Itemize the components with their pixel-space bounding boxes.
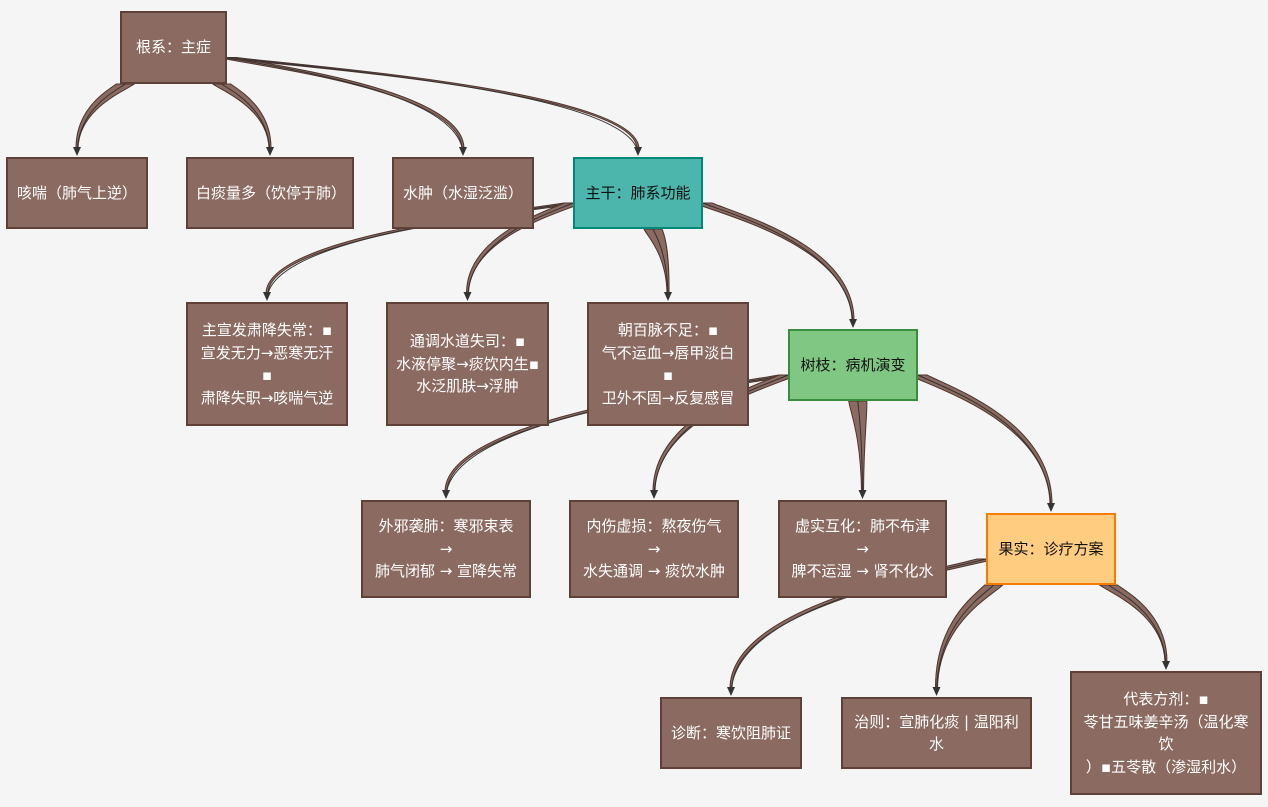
edge-root-s2	[211, 83, 274, 156]
edge-root-s1	[73, 83, 136, 156]
edge-body	[848, 400, 868, 493]
edge-body	[75, 83, 136, 150]
node-function-vessels: 朝百脉不足：▪ 气不运血→唇甲淡白▪ 卫外不固→反复感冒	[587, 302, 749, 426]
node-pathogenesis-transform: 虚实互化：肺不布津 → 脾不运湿 → 肾不化水	[778, 500, 947, 598]
node-trunk-lung-function: 主干：肺系功能	[573, 157, 703, 229]
node-treatment-principle: 治则：宣肺化痰 | 温阳利水	[841, 697, 1032, 769]
edge-arrow	[917, 374, 1055, 512]
edge-body	[217, 57, 640, 150]
edge-body	[908, 374, 1053, 506]
edge-arrow	[221, 83, 274, 156]
edge-arrow	[463, 202, 574, 301]
node-function-dispersing: 主宣发肃降失常：▪ 宣发无力→恶寒无汗▪ 肃降失职→咳喘气逆	[186, 302, 348, 426]
node-diagnosis: 诊断：寒饮阻肺证	[660, 697, 802, 769]
edge-body	[643, 228, 670, 295]
node-pathogenesis-internal: 内伤虚损：熬夜伤气 → 水失通调 → 痰饮水肿	[569, 500, 739, 598]
edge-body	[1097, 584, 1168, 664]
edge-body	[211, 83, 272, 150]
node-representative-formula: 代表方剂：▪ 苓甘五味姜辛汤（温化寒饮 ）▪五苓散（渗湿利水）	[1070, 671, 1262, 795]
edge-body	[934, 584, 1004, 690]
node-pathogenesis-external: 外邪袭肺：寒邪束表 → 肺气闭郁 → 宣降失常	[361, 500, 531, 598]
edge-arrow	[857, 400, 867, 499]
node-function-water-passage: 通调水道失司：▪ 水液停聚→痰饮内生▪ 水泛肌肤→浮肿	[386, 302, 549, 426]
edge-fruit-d3	[1097, 584, 1170, 670]
edge-root-trunk	[217, 57, 642, 156]
node-root-main-symptoms: 根系：主症	[120, 11, 227, 84]
edge-arrow	[73, 83, 126, 156]
edge-fruit-d2	[932, 584, 1004, 696]
node-symptom-phlegm: 白痰量多（饮停于肺）	[186, 157, 354, 229]
node-symptom-cough: 咳喘（肺气上逆）	[6, 157, 148, 229]
edge-arrow	[702, 202, 857, 328]
edge-body	[217, 57, 465, 150]
edge-branch-b3	[848, 400, 868, 499]
edge-trunk-f3	[643, 228, 672, 301]
edge-arrow	[727, 558, 987, 696]
edge-arrow	[652, 228, 672, 301]
edge-arrow	[226, 57, 467, 156]
node-fruit-treatment-plan: 果实：诊疗方案	[986, 513, 1116, 585]
edge-root-s3	[217, 57, 467, 156]
edge-arrow	[226, 57, 642, 156]
edge-trunk-branch	[693, 202, 857, 328]
edge-branch-fruit	[908, 374, 1055, 512]
edge-arrow	[932, 584, 995, 696]
node-branch-pathogenesis: 树枝：病机演变	[788, 329, 918, 401]
node-symptom-edema: 水肿（水湿泛滥）	[392, 157, 534, 229]
edge-arrow	[263, 202, 574, 301]
edge-arrow	[1108, 584, 1170, 670]
